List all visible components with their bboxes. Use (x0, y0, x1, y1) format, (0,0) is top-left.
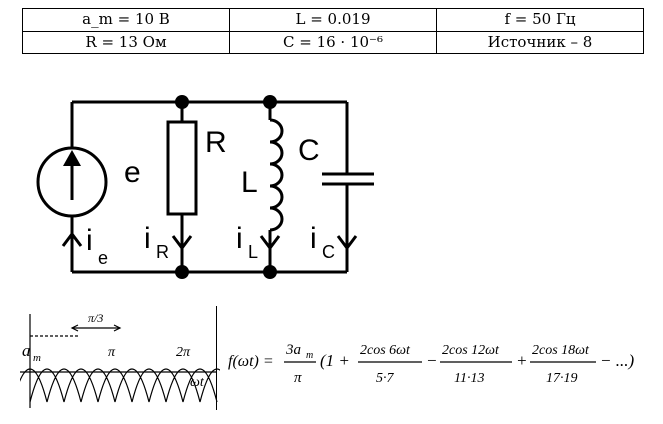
period-arrow-right (113, 324, 122, 332)
resistor-current-label: i (144, 222, 151, 255)
node-bottom-left (175, 265, 189, 279)
source-current-label: i (86, 224, 93, 257)
param-source: Источник – 8 (436, 30, 644, 54)
capacitor-current-subscript: C (322, 242, 335, 262)
param-capacitance: C = 16 · 10⁻⁶ (229, 30, 437, 54)
half-wave-arcs (20, 368, 220, 403)
source-current-subscript: e (98, 248, 108, 268)
waveform-plot: π/3 a m π 2π ωt (20, 311, 220, 408)
term1-denominator: 5·7 (376, 371, 395, 386)
source-current-arrow (61, 231, 83, 247)
term2-numerator: 2cos 12ωt (442, 343, 500, 358)
term3-denominator: 17·19 (546, 371, 578, 386)
coefficient-numerator-subscript: m (306, 350, 313, 361)
node-top-right (263, 95, 277, 109)
pi-label: π (108, 345, 116, 360)
formula-lhs: f(ωt) = (228, 353, 274, 370)
capacitor-current-arrow (336, 235, 358, 251)
fourier-formula: f(ωt) = 3a m π (1 + 2cos 6ωt 5·7 − 2cos … (228, 342, 634, 386)
period-label: π/3 (88, 311, 103, 325)
inductor-label: L (241, 166, 258, 199)
source-label: e (124, 156, 141, 189)
term2-denominator: 11·13 (454, 371, 484, 386)
circuit-diagram: e R L C i i i i e R L C (36, 95, 374, 279)
amplitude-subscript: m (33, 352, 41, 364)
divider (216, 306, 217, 410)
inductor-current-arrow (259, 235, 281, 251)
coefficient-numerator: 3a (285, 342, 301, 358)
param-inductance: L = 0.019 (229, 8, 437, 32)
param-resistance: R = 13 Ом (22, 30, 230, 54)
inductor-current-subscript: L (248, 242, 258, 262)
node-top-left (175, 95, 189, 109)
table-row: R = 13 Ом C = 16 · 10⁻⁶ Источник – 8 (22, 30, 644, 54)
term3-numerator: 2cos 18ωt (532, 343, 590, 358)
series-open: (1 + (320, 351, 350, 370)
table-row: a_m = 10 В L = 0.019 f = 50 Гц (22, 8, 644, 32)
axis-label: ωt (190, 375, 205, 390)
resistor (166, 120, 198, 216)
series-tail: − ...) (600, 351, 634, 370)
node-bottom-right (263, 265, 277, 279)
resistor-current-arrow (171, 235, 193, 251)
period-arrow-left (70, 324, 79, 332)
param-amplitude: a_m = 10 В (22, 8, 230, 32)
resistor-current-subscript: R (156, 242, 169, 262)
operator-1: − (426, 351, 437, 370)
term1-numerator: 2cos 6ωt (360, 343, 411, 358)
capacitor-current-label: i (310, 222, 317, 255)
inductor-current-label: i (236, 222, 243, 255)
capacitor-label: C (298, 134, 320, 167)
amplitude-label: a (22, 341, 31, 360)
operator-2: + (516, 351, 527, 370)
source-arrow-head (63, 150, 81, 166)
inductor (269, 118, 284, 232)
param-frequency: f = 50 Гц (436, 8, 644, 32)
coefficient-denominator: π (294, 370, 302, 386)
resistor-label: R (205, 126, 227, 159)
parameters-table: a_m = 10 В L = 0.019 f = 50 Гц R = 13 Ом… (22, 8, 644, 54)
two-pi-label: 2π (176, 345, 191, 360)
